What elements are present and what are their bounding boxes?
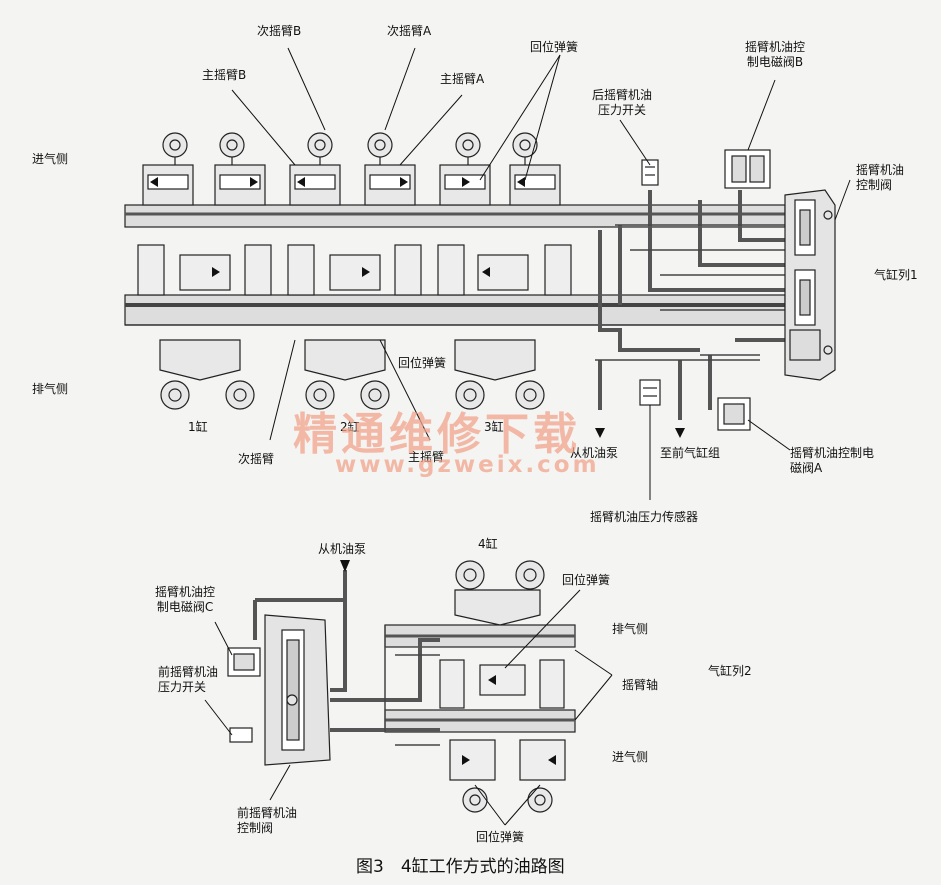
watermark-url: www.gzweix.com [335,452,600,478]
figure-caption: 图3 4缸工作方式的油路图 [356,857,565,877]
label-to-front-bank: 至前气缸组 [660,446,721,460]
label-cylinder-3: 3缸 [484,420,504,434]
flow-arrows-top [595,428,685,438]
label-from-oil-pump-top: 从机油泵 [570,446,619,460]
label-secondary-rocker-a: 次摇臂A [387,24,432,38]
label-secondary-rocker-b: 次摇臂B [257,24,302,38]
valve-springs-bank1 [137,244,572,296]
label-cylinder-4: 4缸 [478,537,498,551]
piston-arrows-top [150,177,525,187]
label-rocker-shaft: 摇臂轴 [622,678,659,692]
label-main-rocker-b: 主摇臂B [202,68,247,82]
pressure-sensor-component [639,379,661,406]
label-front-pressure-switch: 前摇臂机油 压力开关 [158,665,219,694]
intake-rocker-shaft-bank1 [124,204,786,228]
cylinder4-intake-rollers [462,787,553,813]
label-from-oil-pump-bottom: 从机油泵 [318,542,367,556]
front-pressure-switch-component [229,727,253,743]
label-main-rocker: 主摇臂 [408,450,445,464]
leader-lines-top [231,47,851,500]
label-secondary-rocker: 次摇臂 [238,452,275,466]
label-bank2: 气缸列2 [708,664,752,678]
intake-rocker-pistons [147,174,556,190]
label-return-spring-bank2-bottom: 回位弹簧 [476,830,525,844]
label-solenoid-b: 摇臂机油控 制电磁阀B [745,40,806,69]
label-intake-side-bottom: 进气侧 [612,750,649,764]
label-exhaust-side-top: 排气侧 [32,382,69,396]
intake-rocker-shaft-bank2 [384,709,576,733]
label-bank1: 气缸列1 [874,268,918,282]
rear-pressure-switch-component [641,159,659,186]
label-intake-side-top: 进气侧 [32,152,69,166]
label-main-rocker-a: 主摇臂A [440,72,485,86]
label-exhaust-side-bottom: 排气侧 [612,622,649,636]
label-rear-pressure-switch: 后摇臂机油 压力开关 [592,88,653,117]
solenoid-a-component [717,397,751,431]
leader-lines-bottom [204,589,613,826]
piston-arrows-mid [212,267,490,277]
label-return-spring-top: 回位弹簧 [530,40,579,54]
label-solenoid-c: 摇臂机油控 制电磁阀C [155,585,216,614]
front-control-valve-body [264,614,331,766]
right-oil-control-valve [784,189,836,381]
oil-passages-bank1 [598,190,785,420]
piston-arrows-bank2 [462,675,556,765]
solenoid-b-component [724,149,771,189]
cylinder4-exhaust-rocker [454,560,545,626]
label-cylinder-1: 1缸 [188,420,208,434]
oil-lines-thin [595,224,785,361]
label-pressure-sensor: 摇臂机油压力传感器 [590,510,699,524]
intake-rocker-arms [142,132,561,206]
watermark-chinese: 精通维修下载 [293,409,581,460]
valve-springs-bank2 [439,659,566,781]
label-solenoid-a: 摇臂机油控制电 磁阀A [790,446,875,475]
oil-lines-thin-bank2 [384,625,440,746]
solenoid-c-component [227,647,261,677]
exhaust-rocker-shaft-bank2 [384,624,576,648]
label-return-spring-bank2-top: 回位弹簧 [562,573,611,587]
exhaust-rocker-arms-bank1 [159,339,545,410]
label-cylinder-2: 2缸 [340,420,360,434]
label-return-spring-mid: 回位弹簧 [398,356,447,370]
flow-arrow-bottom [340,560,350,572]
label-control-valve-right: 摇臂机油 控制阀 [856,163,905,192]
label-front-control-valve: 前摇臂机油 控制阀 [237,806,298,835]
